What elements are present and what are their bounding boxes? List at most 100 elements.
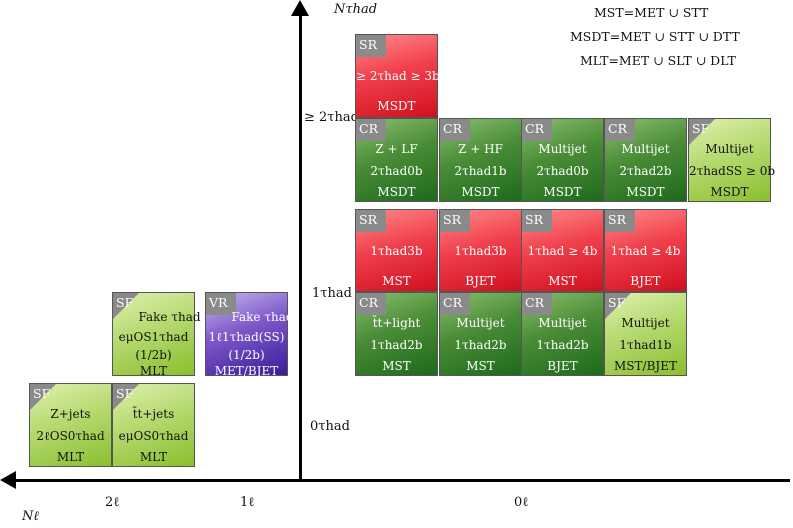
region-tag-label: CR xyxy=(359,121,378,136)
region-line: 1τhad1b xyxy=(619,338,672,352)
legend-msdt: MSDT=MET ∪ STT ∪ DTT xyxy=(570,29,740,44)
region-tag-label: SR xyxy=(525,212,543,227)
region-line: 2τhad2b xyxy=(619,164,672,178)
x-axis-title: Nℓ xyxy=(22,509,39,524)
region-line: (1/2b) xyxy=(228,348,265,362)
y-axis xyxy=(299,10,302,480)
region-line: t̄t+jets xyxy=(132,407,175,421)
region-line: 2τhad1b xyxy=(454,164,507,178)
region-box-15: SF Fake τhad eμOS1τhad (1/2b) MLT xyxy=(112,292,201,378)
region-tag-label: SF xyxy=(33,386,51,401)
region-tag-label: SR xyxy=(359,37,377,52)
region-tag-label: CR xyxy=(443,295,462,310)
region-line: Z + LF xyxy=(375,142,418,156)
region-tag-corner xyxy=(605,210,635,232)
region-tag-label: SF xyxy=(608,295,626,310)
region-tag-label: VR xyxy=(209,295,228,310)
x-tick-0l: 0ℓ xyxy=(514,495,529,510)
region-line: BJET xyxy=(630,274,661,288)
region-line: 1τhad2b xyxy=(370,338,423,352)
region-tag-label: CR xyxy=(525,121,544,136)
region-line: eμOS0τhad xyxy=(118,429,189,443)
region-line: Multijet xyxy=(538,142,587,156)
region-line: Multijet xyxy=(621,142,670,156)
region-line: eμOS1τhad xyxy=(118,330,189,344)
y-tick-1tau: 1τhad xyxy=(312,286,352,301)
region-line: 1τhad3b xyxy=(454,244,507,258)
region-line: MSDT xyxy=(710,185,749,199)
y-tick-2tau: ≥ 2τhad xyxy=(304,110,359,125)
region-line: MST xyxy=(382,274,411,288)
region-line: Z + HF xyxy=(458,142,503,156)
region-line: Multijet xyxy=(705,142,754,156)
region-line: MST xyxy=(548,274,577,288)
x-tick-1l: 1ℓ xyxy=(240,495,255,510)
region-line: MSDT xyxy=(626,185,665,199)
region-line: MSDT xyxy=(461,185,500,199)
region-line: MLT xyxy=(139,450,168,464)
region-line: BJET xyxy=(465,274,496,288)
region-tag-corner xyxy=(522,293,552,315)
y-tick-0tau: 0τhad xyxy=(310,419,350,434)
legend-mst: MST=MET ∪ STT xyxy=(594,5,709,20)
region-line: MET/BJET xyxy=(214,364,279,378)
x-axis-arrow xyxy=(0,471,16,489)
region-line: Fake τhad xyxy=(231,310,294,324)
region-tag-label: SR xyxy=(359,212,377,227)
region-tag-label: CR xyxy=(608,121,627,136)
region-tag-corner xyxy=(522,119,552,141)
region-line: Z+jets xyxy=(50,407,91,421)
region-line: MST xyxy=(382,359,411,373)
region-tag-corner xyxy=(605,119,635,141)
region-line: Fake τhad xyxy=(138,310,201,324)
region-line: 1τhad ≥ 4b xyxy=(610,244,681,258)
legend-mlt: MLT=MET ∪ SLT ∪ DLT xyxy=(580,53,736,68)
region-line: MSDT xyxy=(543,185,582,199)
region-tag-corner xyxy=(356,35,386,57)
region-line: Multijet xyxy=(621,316,670,330)
region-tag-label: SR xyxy=(443,212,461,227)
region-line: t̄t+light xyxy=(372,316,421,330)
y-axis-title: Nτhad xyxy=(334,2,378,17)
region-line: MST xyxy=(466,359,495,373)
region-line: 1τhad2b xyxy=(454,338,507,352)
region-line: 1τhad3b xyxy=(370,244,423,258)
region-line: (1/2b) xyxy=(135,348,172,362)
region-line: Multijet xyxy=(456,316,505,330)
region-line: BJET xyxy=(547,359,578,373)
region-tag-label: SR xyxy=(608,212,626,227)
region-tag-label: SF xyxy=(116,295,134,310)
x-axis xyxy=(12,479,790,482)
region-line: 2τhadSS ≥ 0b xyxy=(689,164,776,178)
region-tag-corner xyxy=(356,119,386,141)
region-line: ≥ 2τhad ≥ 3b xyxy=(356,69,440,83)
region-box-9: SR 1τhad ≥ 4b MST xyxy=(521,209,604,292)
x-tick-2l: 2ℓ xyxy=(105,495,120,510)
region-box-10: SR 1τhad ≥ 4b BJET xyxy=(604,209,687,292)
region-line: MSDT xyxy=(377,99,416,113)
region-line: 1τhad ≥ 4b xyxy=(527,244,598,258)
region-line: MST/BJET xyxy=(614,359,677,373)
region-box-1: SR ≥ 2τhad ≥ 3b MSDT xyxy=(355,34,440,118)
region-line: 1τhad2b xyxy=(536,338,589,352)
region-line: 2ℓOS0τhad xyxy=(36,429,105,443)
region-tag-corner xyxy=(356,210,386,232)
region-tag-corner xyxy=(206,293,236,315)
region-tag-label: SF xyxy=(116,386,134,401)
region-tag-corner xyxy=(522,210,552,232)
region-tag-corner xyxy=(356,293,386,315)
region-line: MSDT xyxy=(377,185,416,199)
region-line: MLT xyxy=(139,364,168,378)
region-tag-label: CR xyxy=(359,295,378,310)
region-tag-label: CR xyxy=(443,121,462,136)
region-line: 2τhad0b xyxy=(536,164,589,178)
